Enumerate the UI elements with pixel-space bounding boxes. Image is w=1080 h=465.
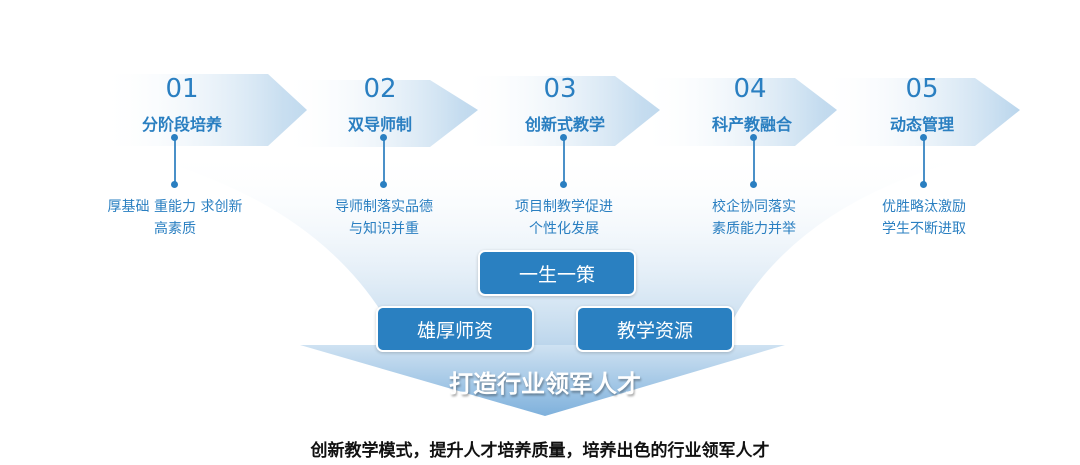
connector-dot bbox=[380, 134, 387, 141]
step-number: 03 bbox=[543, 74, 577, 104]
connector-dot bbox=[920, 181, 927, 188]
step-desc-line: 与知识并重 bbox=[349, 221, 419, 237]
connector-line bbox=[563, 137, 565, 185]
step-number: 05 bbox=[905, 74, 939, 104]
funnel-shape bbox=[120, 150, 1010, 345]
step-number: 02 bbox=[363, 74, 397, 104]
step-desc-line: 导师制落实品德 bbox=[335, 199, 433, 215]
step-title: 双导师制 bbox=[347, 115, 412, 134]
chevron-03 bbox=[460, 76, 660, 146]
connector-dot bbox=[920, 134, 927, 141]
connector-line bbox=[383, 137, 385, 185]
step-desc-line: 高素质 bbox=[154, 221, 196, 237]
step-desc-line: 个性化发展 bbox=[529, 221, 599, 237]
step-desc-line: 学生不断进取 bbox=[882, 221, 966, 237]
chevron-05 bbox=[820, 78, 1020, 146]
connector-dot bbox=[380, 181, 387, 188]
goal-title: 打造行业领军人才 bbox=[449, 370, 641, 398]
pillar-one-student-one-plan: 一生一策 bbox=[478, 250, 636, 296]
chevron-02 bbox=[282, 80, 478, 147]
connector-line bbox=[753, 137, 755, 185]
chevron-04 bbox=[640, 78, 837, 146]
step-desc-line: 优胜略汰激励 bbox=[882, 199, 966, 215]
step-title: 科产教融合 bbox=[711, 115, 792, 134]
step-desc-line: 项目制教学促进 bbox=[515, 199, 613, 215]
connector-dot bbox=[750, 134, 757, 141]
step-number: 01 bbox=[165, 74, 199, 104]
step-title: 创新式教学 bbox=[524, 115, 605, 134]
connector-line bbox=[923, 137, 925, 185]
step-number: 04 bbox=[733, 74, 767, 104]
goal-arrow bbox=[300, 345, 785, 416]
pillar-faculty: 雄厚师资 bbox=[376, 306, 534, 352]
pillar-teaching-resources: 教学资源 bbox=[576, 306, 734, 352]
connector-dot bbox=[560, 134, 567, 141]
caption: 创新教学模式，提升人才培养质量，培养出色的行业领军人才 bbox=[310, 441, 770, 461]
step-desc-line: 厚基础 重能力 求创新 bbox=[107, 199, 243, 215]
connector-dot bbox=[750, 181, 757, 188]
step-title: 分阶段培养 bbox=[141, 115, 222, 134]
chevron-01 bbox=[100, 74, 307, 146]
step-desc-line: 素质能力并举 bbox=[712, 221, 796, 237]
connector-dot bbox=[560, 181, 567, 188]
step-desc-line: 校企协同落实 bbox=[712, 199, 796, 215]
connector-dot bbox=[171, 181, 178, 188]
connector-line bbox=[174, 137, 176, 185]
connector-dot bbox=[171, 134, 178, 141]
step-title: 动态管理 bbox=[889, 115, 954, 134]
